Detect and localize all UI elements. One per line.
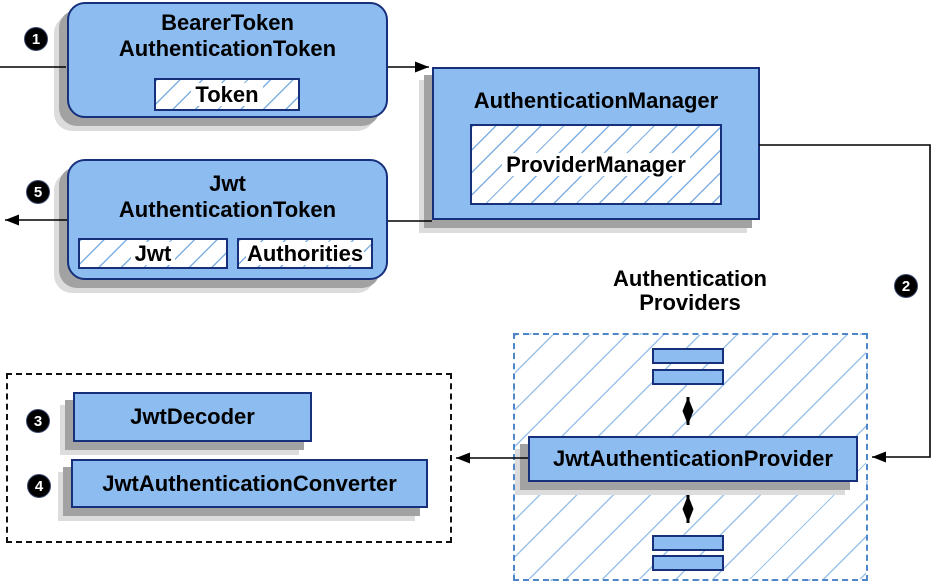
node-title: JwtAuthenticationConverter — [102, 470, 397, 496]
step-number: 1 — [31, 30, 41, 48]
label-line: Providers — [639, 290, 741, 315]
step-number: 2 — [901, 277, 911, 295]
node-jwt-authentication-converter: JwtAuthenticationConverter — [71, 459, 428, 508]
step-badge-3: 3 — [27, 410, 49, 432]
title-line: Jwt — [209, 171, 246, 196]
title-line: AuthenticationToken — [118, 36, 337, 61]
step-badge-1: 1 — [25, 28, 47, 50]
label-line: Authentication — [613, 266, 767, 291]
field-label: Token — [191, 83, 263, 106]
field-token: Token — [154, 78, 300, 111]
title-line: AuthenticationManager — [473, 88, 719, 113]
node-jwt-authentication-token: Jwt AuthenticationToken Jwt Authorities — [67, 159, 388, 280]
step-number: 4 — [34, 477, 44, 495]
step-badge-2: 2 — [895, 275, 917, 297]
node-authentication-manager: AuthenticationManager ProviderManager — [432, 67, 760, 220]
provider-placeholder-bar — [652, 535, 724, 551]
field-label: ProviderManager — [502, 153, 690, 176]
title-line: AuthenticationToken — [118, 197, 337, 222]
field-label: Jwt — [130, 242, 176, 265]
provider-placeholder-bar — [652, 369, 724, 385]
step-badge-4: 4 — [28, 475, 50, 497]
provider-placeholder-bar — [652, 348, 724, 364]
field-jwt: Jwt — [78, 238, 228, 269]
node-title: AuthenticationManager — [434, 69, 758, 114]
title-line: BearerToken — [161, 10, 294, 35]
node-title: JwtAuthenticationProvider — [553, 446, 833, 471]
node-title: JwtDecoder — [130, 404, 255, 429]
step-number: 5 — [33, 183, 43, 201]
node-title: Jwt AuthenticationToken — [69, 161, 386, 223]
node-jwt-authentication-provider: JwtAuthenticationProvider — [528, 436, 858, 482]
field-label: Authorities — [245, 240, 365, 266]
node-bearer-token-authentication-token: BearerToken AuthenticationToken Token — [67, 2, 388, 118]
step-number: 3 — [33, 412, 43, 430]
provider-placeholder-bar — [652, 555, 724, 571]
node-jwt-decoder: JwtDecoder — [73, 392, 312, 442]
field-authorities: Authorities — [237, 238, 373, 269]
field-provider-manager: ProviderManager — [470, 124, 722, 205]
node-title: BearerToken AuthenticationToken — [69, 4, 386, 62]
authentication-providers-label: Authentication Providers — [565, 267, 815, 315]
step-badge-5: 5 — [27, 181, 49, 203]
